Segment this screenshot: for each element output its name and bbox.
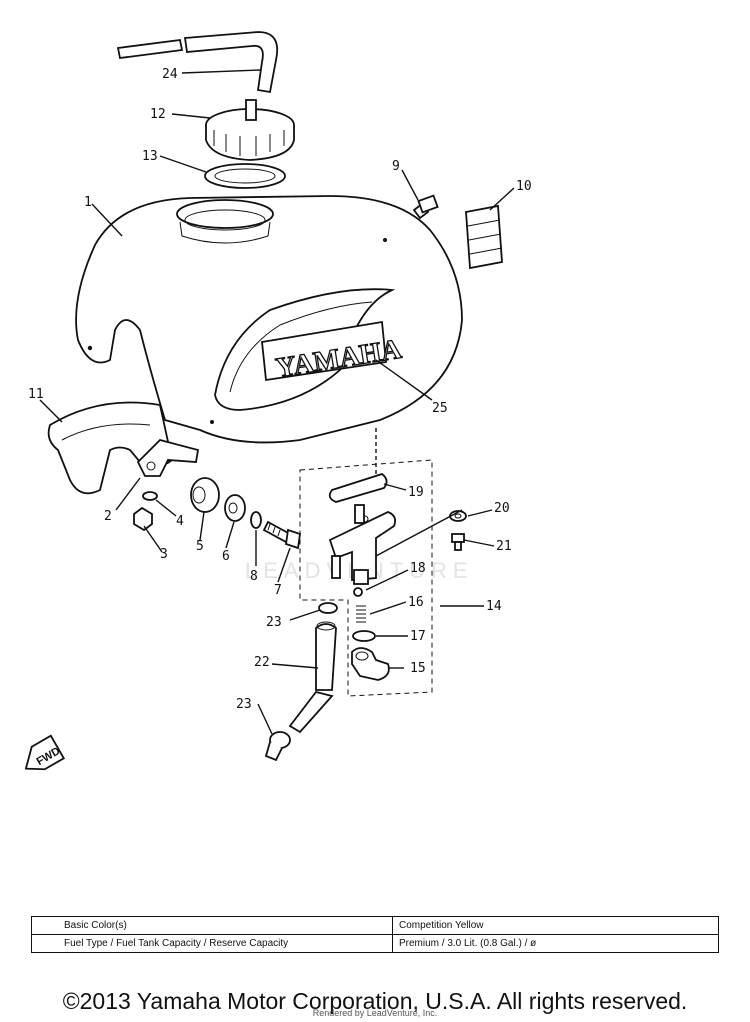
washer-4: [142, 491, 158, 501]
bolt-3: [133, 506, 153, 532]
callout-1: 1: [84, 195, 92, 210]
callout-25: 25: [432, 401, 448, 416]
callout-10: 10: [516, 179, 532, 194]
screw-9: [412, 194, 439, 220]
fuel-cock-19-gasket: [328, 473, 388, 503]
callout-8: 8: [250, 569, 258, 584]
collar-6: [224, 494, 246, 522]
spec-value-fuel: Premium / 3.0 Lit. (0.8 Gal.) / ø: [392, 934, 719, 953]
callout-23-upper: 23: [266, 615, 282, 630]
callout-15: 15: [410, 661, 426, 676]
fuel-tank: YAMAHA: [75, 195, 463, 444]
fuel-pipe-22: [288, 621, 337, 734]
fwd-arrow-icon: FWD: [24, 734, 66, 771]
callout-3: 3: [160, 547, 168, 562]
callout-17: 17: [410, 629, 426, 644]
callout-18: 18: [410, 561, 426, 576]
callout-9: 9: [392, 159, 400, 174]
clip-23-lower: [264, 731, 291, 762]
washer-8: [250, 511, 262, 529]
fuel-cock-18: [353, 587, 363, 597]
callout-4: 4: [176, 514, 184, 529]
callout-6: 6: [222, 549, 230, 564]
spec-value-color: Competition Yellow: [392, 916, 719, 935]
spec-label-fuel: Fuel Type / Fuel Tank Capacity / Reserve…: [31, 934, 393, 953]
spec-label-color: Basic Color(s): [31, 916, 393, 935]
breather-hose: [116, 31, 279, 94]
callout-5: 5: [196, 539, 204, 554]
table-row: Basic Color(s) Competition Yellow: [31, 916, 719, 935]
damper-5: [190, 477, 220, 513]
callout-22: 22: [254, 655, 270, 670]
bolt-7: [262, 520, 301, 550]
callout-13: 13: [142, 149, 158, 164]
callout-19: 19: [408, 485, 424, 500]
spring-16: [356, 605, 366, 623]
bracket-2: [136, 438, 200, 477]
oring-17: [352, 630, 376, 642]
spec-table: Basic Color(s) Competition Yellow Fuel T…: [31, 916, 719, 953]
callout-11: 11: [28, 387, 44, 402]
screw-21: [451, 533, 465, 551]
table-row: Fuel Type / Fuel Tank Capacity / Reserve…: [31, 934, 719, 953]
callout-7: 7: [274, 583, 282, 598]
callout-21: 21: [496, 539, 512, 554]
callout-24: 24: [162, 67, 178, 82]
damper-10: [465, 204, 503, 270]
callout-14: 14: [486, 599, 502, 614]
leader-lines: [39, 69, 515, 735]
lever-15: [351, 647, 390, 681]
callout-12: 12: [150, 107, 166, 122]
tank-guard: [47, 401, 173, 495]
fuel-cock-body: [328, 504, 397, 585]
callout-20: 20: [494, 501, 510, 516]
callout-2: 2: [104, 509, 112, 524]
copyright-notice: ©2013 Yamaha Motor Corporation, U.S.A. A…: [62, 988, 688, 1014]
fuel-cap: [205, 99, 295, 161]
rendered-by-credit: Rendered by LeadVenture, Inc.: [312, 1008, 438, 1018]
callout-labels: 24 12 13 9 10 1 11 25 19 20 2 4 21 5 3 6…: [28, 67, 532, 712]
parts-diagram: LEADVENTURE YAMAHA: [24, 31, 532, 771]
clip-23-upper: [318, 602, 338, 614]
callout-23-lower: 23: [236, 697, 252, 712]
callout-16: 16: [408, 595, 424, 610]
cap-gasket: [204, 163, 286, 189]
